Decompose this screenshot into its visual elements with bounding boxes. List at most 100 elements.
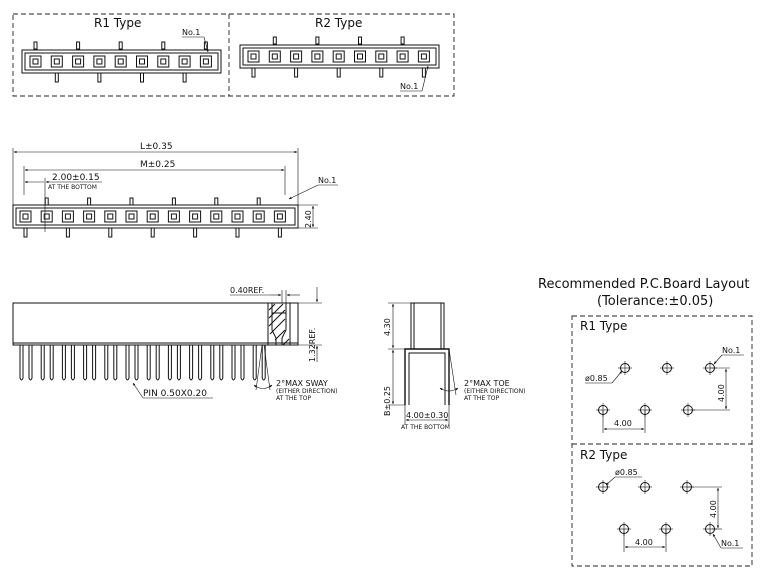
pcb-layout-title: Recommended P.C.Board Layout (538, 277, 749, 292)
end-body-inner (413, 302, 442, 350)
pin-hole (75, 58, 82, 65)
contact-section (267, 302, 291, 346)
pin-cell (417, 50, 430, 63)
pin-lead (108, 227, 113, 238)
pcb-r2-hole-label: ø0.85 (615, 468, 638, 477)
pin-hole (117, 58, 124, 65)
pin-lead (421, 67, 426, 78)
end-pins-inner (408, 352, 446, 405)
ref-132-label: 1.32REF. (308, 328, 317, 362)
pin-cell (290, 50, 303, 63)
sway-label: 2°MAX SWAY (276, 379, 328, 388)
r1-pin1-leader (203, 36, 209, 53)
pin-hole (234, 213, 241, 220)
side-pin (176, 345, 181, 381)
pin-hole (181, 58, 188, 65)
pcb-r1-pin1-label: No.1 (722, 346, 740, 355)
pcb-r2-vdim-label: 4.00 (709, 500, 718, 518)
pin-cell (125, 210, 138, 223)
pin-hole (293, 53, 300, 60)
pin-lead (214, 197, 219, 206)
pin-lead (336, 67, 341, 78)
pin-lead (65, 227, 70, 238)
pin-hole (22, 213, 29, 220)
pcb-r1-hdim-label: 4.00 (614, 419, 632, 428)
pin-cell (50, 55, 63, 68)
pin-hole (107, 213, 114, 220)
pin-cell (178, 55, 191, 68)
pcb-r2-hdim-label: 4.00 (635, 538, 653, 547)
pin-lead (358, 36, 362, 45)
pin-lead (235, 227, 240, 238)
dim-pitch-note: AT THE BOTTOM (48, 184, 97, 191)
pcb-layout-frame (571, 315, 753, 567)
side-pin (210, 345, 215, 381)
pin-cell (104, 210, 117, 223)
side-pins (19, 345, 266, 381)
r2-connector-top-view (239, 36, 440, 78)
pin-lead (140, 72, 144, 83)
pin-cell (268, 50, 281, 63)
pcb-r1-hole-leader (611, 370, 623, 384)
pin-lead (379, 67, 384, 78)
pin-hole (202, 58, 209, 65)
side-pin (83, 345, 88, 381)
pin-hole (420, 53, 427, 60)
toe-arc (439, 387, 459, 392)
dim-430-label: 4.30 (383, 318, 392, 336)
side-pin (189, 345, 194, 381)
pin-lead (294, 67, 299, 78)
pin-cell (61, 210, 74, 223)
sway-line-right (263, 344, 271, 391)
pin-hole (43, 213, 50, 220)
pin-cell (189, 210, 202, 223)
pin-hole (128, 213, 135, 220)
type-views: R1 Type R2 Type No.1 No.1 (12, 13, 455, 97)
sway-line-left (255, 344, 263, 391)
pin-hole (255, 213, 262, 220)
side-pin (167, 345, 172, 381)
pin-cell (136, 55, 148, 68)
pcb-r2-pin1-label: No.1 (721, 539, 739, 548)
side-pin (261, 345, 266, 381)
pcb-r2-hole-leader (605, 476, 616, 486)
pin-lead (251, 67, 256, 78)
pin-lead (277, 227, 282, 238)
pcb-layout: Recommended P.C.Board Layout (Tolerance:… (538, 277, 753, 567)
front-pin1-leader (288, 184, 319, 200)
pin-lead (193, 227, 198, 238)
side-pin (125, 345, 130, 381)
pcb-r2-holes (596, 476, 717, 536)
side-pin (40, 345, 45, 381)
pin-lead (182, 72, 187, 83)
pin-hole (139, 58, 145, 65)
side-pin (104, 345, 109, 381)
pin-lead (203, 41, 208, 50)
side-pin (146, 345, 151, 381)
pin-cell (375, 50, 388, 63)
side-pin (231, 345, 236, 381)
pin-cell (247, 50, 260, 63)
pin-lead (129, 197, 134, 206)
dim-l-label: L±0.35 (140, 142, 173, 152)
pcb-r1-label: R1 Type (580, 319, 627, 333)
r1-pin1-label: No.1 (182, 28, 200, 37)
toe-top: AT THE TOP (464, 395, 499, 402)
pin-hole (192, 213, 199, 220)
side-view: 0.40REF. 1.32REF. 2°MAX SWAY (EITHER DIR… (12, 286, 337, 402)
side-body (12, 302, 299, 346)
pin-cell (273, 210, 286, 223)
pin-cell (199, 55, 212, 68)
side-pin (155, 345, 160, 381)
pin-hole (64, 213, 71, 220)
pin-cell (29, 55, 42, 68)
end-body (410, 302, 445, 350)
pin-hole (149, 213, 156, 220)
pin-hole (170, 213, 177, 220)
pin-size-leader (132, 382, 144, 399)
r2-type-label: R2 Type (315, 16, 362, 30)
pcb-r2-pin1-leader (712, 533, 722, 549)
toe-direction: (EITHER DIRECTION) (464, 388, 525, 395)
side-pin (61, 345, 66, 381)
toe-line (448, 348, 457, 396)
